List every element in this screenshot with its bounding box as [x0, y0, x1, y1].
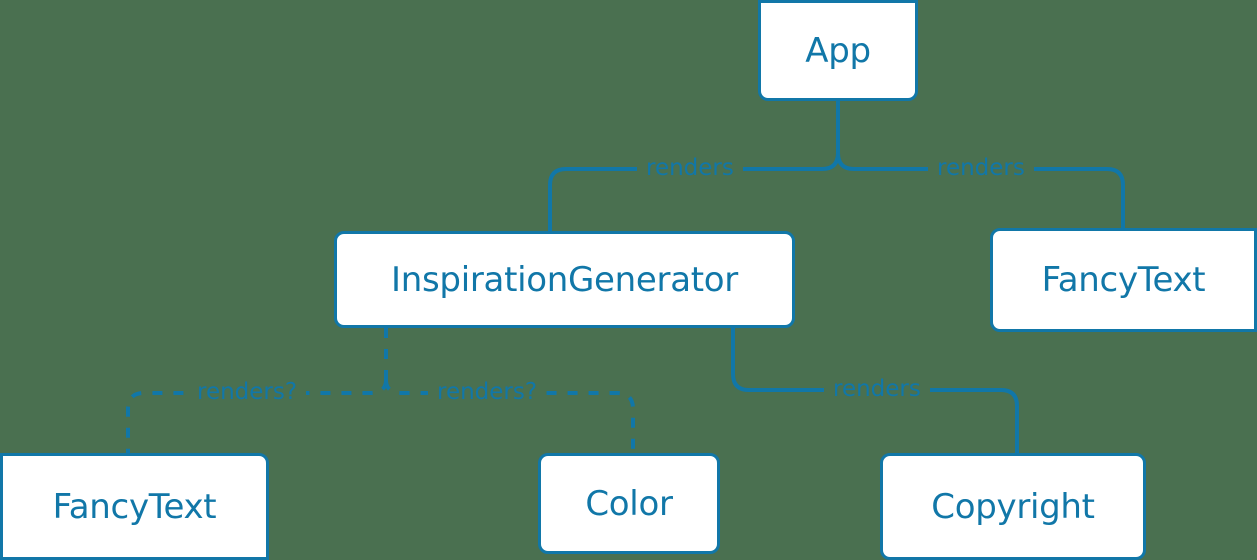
node-copyright[interactable]: Copyright [880, 453, 1146, 560]
node-fancytext-left-label: FancyText [52, 486, 217, 527]
edge-label-inspiration-to-fancytext-left: renders? [188, 381, 307, 404]
node-fancytext-right-label: FancyText [1041, 260, 1206, 300]
node-app[interactable]: App [758, 0, 918, 101]
edge-label-inspiration-to-copyright: renders [824, 378, 930, 401]
node-color[interactable]: Color [538, 453, 720, 554]
node-inspiration-generator[interactable]: InspirationGenerator [334, 231, 795, 328]
node-app-label: App [805, 30, 871, 71]
edge-app-to-inspiration [548, 152, 840, 231]
edge-label-app-to-inspiration: renders [637, 157, 743, 180]
node-fancytext-left[interactable]: FancyText [0, 453, 269, 560]
node-copyright-label: Copyright [931, 486, 1095, 527]
edge-inspiration-to-color [384, 379, 635, 453]
node-color-label: Color [585, 483, 673, 524]
node-fancytext-right[interactable]: FancyText [990, 228, 1257, 332]
edge-app-to-fancytext-right [836, 152, 1125, 228]
edge-inspiration-to-fancytext-left [126, 379, 388, 453]
edge-label-inspiration-to-color: renders? [428, 381, 547, 404]
node-inspiration-generator-label: InspirationGenerator [391, 259, 738, 300]
edge-label-app-to-fancytext-right: renders [928, 157, 1034, 180]
